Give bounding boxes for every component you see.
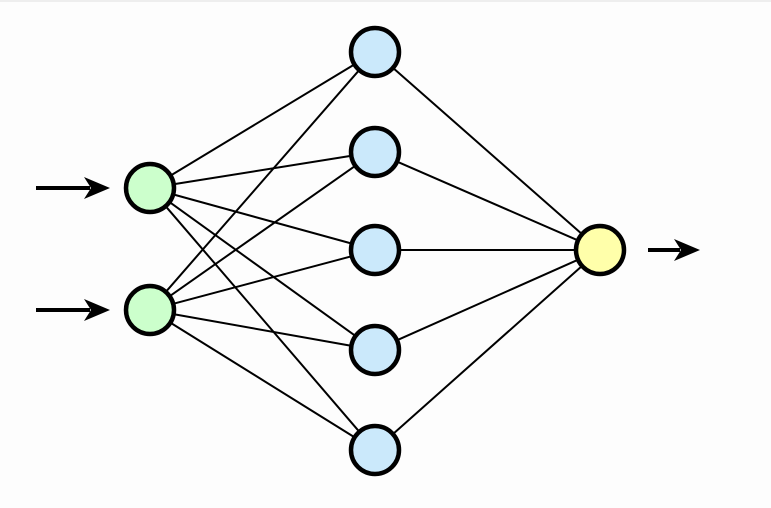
hidden-node-circle[interactable] — [348, 125, 402, 179]
arrow-head — [674, 239, 700, 261]
edge-i1-h2 — [171, 154, 354, 186]
io-arrow-layer — [36, 177, 700, 321]
edge-h1-o1 — [391, 66, 584, 236]
node-h5[interactable] — [348, 423, 402, 477]
input-node-circle[interactable] — [123, 161, 177, 215]
edge-i2-h1 — [164, 68, 361, 294]
output-arrow-out1 — [648, 239, 700, 261]
edge-h4-o1 — [395, 258, 580, 342]
hidden-node-circle[interactable] — [348, 25, 402, 79]
input-node-circle[interactable] — [123, 283, 177, 337]
output-node-circle[interactable] — [573, 223, 627, 277]
arrow-head — [84, 177, 110, 199]
canvas-top-border — [0, 0, 771, 2]
node-h2[interactable] — [348, 125, 402, 179]
node-h4[interactable] — [348, 323, 402, 377]
hidden-node-circle[interactable] — [348, 223, 402, 277]
edge-layer — [163, 62, 584, 439]
edge-i1-h4 — [167, 200, 358, 338]
edge-i2-h4 — [171, 313, 354, 347]
hidden-node-circle[interactable] — [348, 423, 402, 477]
input-arrow-in2 — [36, 299, 110, 321]
node-h3[interactable] — [348, 223, 402, 277]
edge-i1-h1 — [168, 62, 357, 178]
edge-i2-h3 — [171, 254, 354, 306]
edge-h2-o1 — [395, 160, 580, 242]
node-o1[interactable] — [573, 223, 627, 277]
node-h1[interactable] — [348, 25, 402, 79]
edge-i2-h5 — [168, 321, 357, 439]
edge-i2-h2 — [167, 164, 358, 298]
hidden-node-circle[interactable] — [348, 323, 402, 377]
edge-i1-h5 — [163, 204, 362, 434]
arrow-head — [84, 299, 110, 321]
node-i1[interactable] — [123, 161, 177, 215]
edge-h5-o1 — [391, 264, 584, 436]
input-arrow-in1 — [36, 177, 110, 199]
node-i2[interactable] — [123, 283, 177, 337]
edge-i1-h3 — [171, 193, 354, 245]
node-layer — [123, 25, 627, 477]
